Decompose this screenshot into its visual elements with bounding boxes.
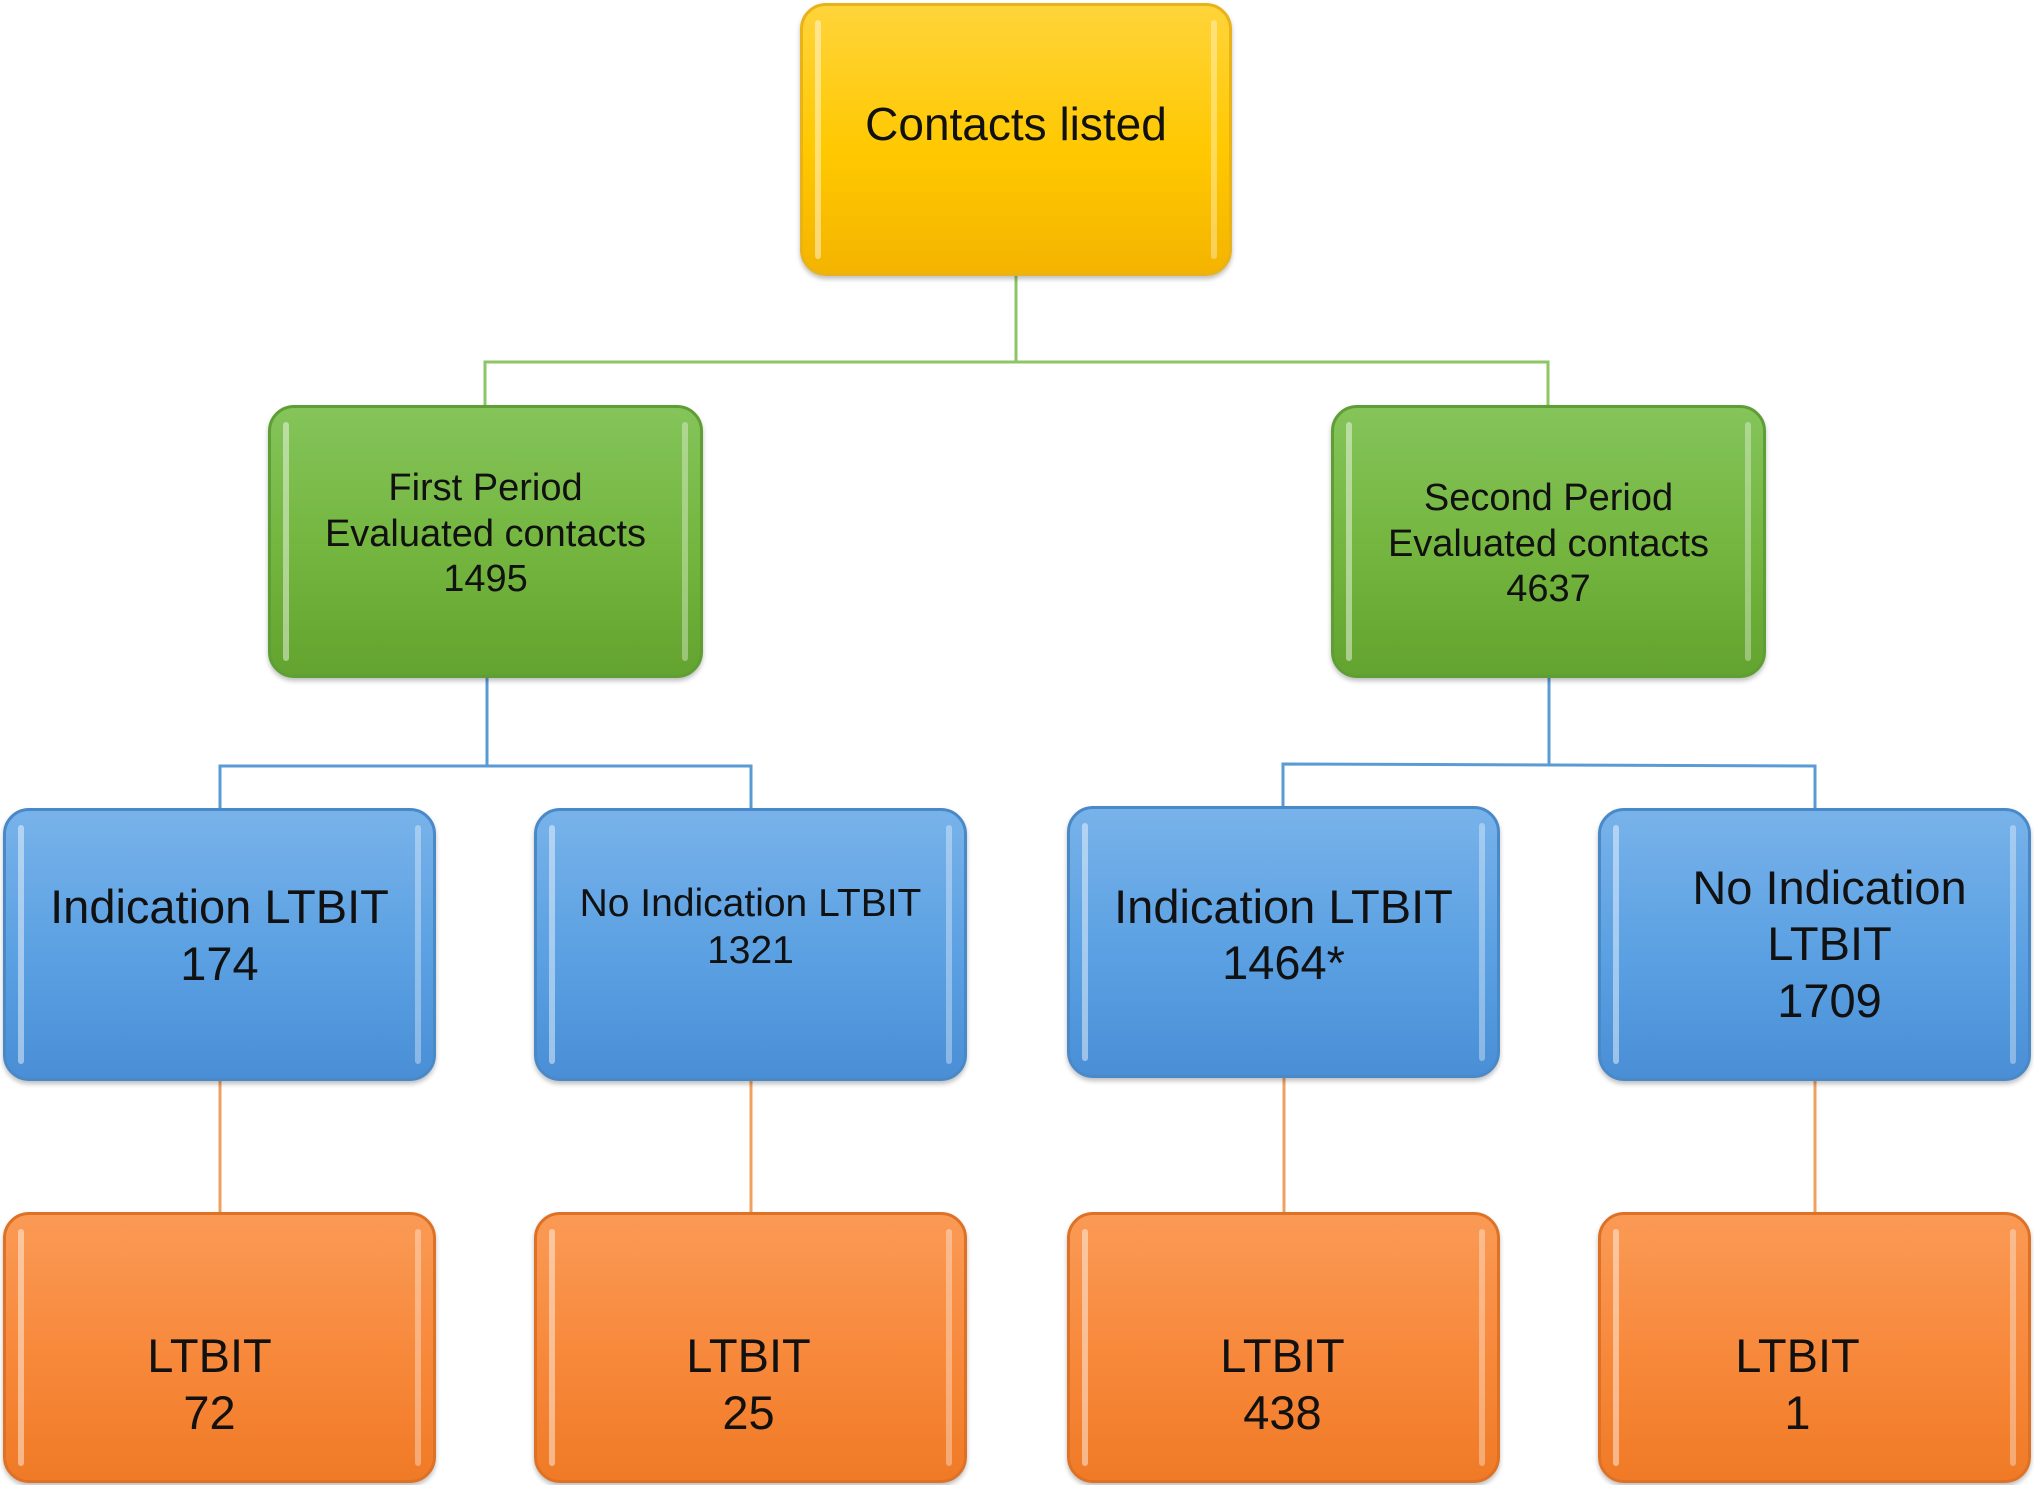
indication-second-period-box: Indication LTBIT 1464* <box>1067 806 1500 1078</box>
connector-second-period-branch <box>1281 762 1817 808</box>
no-indication-first-period-box: No Indication LTBIT 1321 <box>534 808 967 1081</box>
ltbit-result-4-label: LTBIT 1 <box>1735 1329 1860 1439</box>
second-period-label: Second Period Evaluated contacts 4637 <box>1387 477 1710 611</box>
second-period-box: Second Period Evaluated contacts 4637 <box>1331 405 1766 678</box>
indication-second-period-label: Indication LTBIT 1464* <box>1114 879 1453 989</box>
connector-root-branch <box>483 360 1550 405</box>
first-period-label: First Period Evaluated contacts 1495 <box>324 467 647 601</box>
root-contacts-listed: Contacts listed <box>800 3 1232 276</box>
first-period-box: First Period Evaluated contacts 1495 <box>268 405 703 678</box>
indication-first-period-label: Indication LTBIT 174 <box>50 880 389 990</box>
no-indication-second-period-label: No Indication LTBIT 1709 <box>1692 860 1967 1027</box>
ltbit-result-2-box: LTBIT 25 <box>534 1212 967 1483</box>
no-indication-second-period-box: No Indication LTBIT 1709 <box>1598 808 2031 1081</box>
root-label: Contacts listed <box>865 97 1167 150</box>
ltbit-result-1-box: LTBIT 72 <box>3 1212 436 1483</box>
ltbit-result-3-box: LTBIT 438 <box>1067 1212 1500 1483</box>
ltbit-result-1-label: LTBIT 72 <box>147 1329 272 1439</box>
connector-first-period-branch <box>218 764 753 808</box>
ltbit-result-2-label: LTBIT 25 <box>686 1329 811 1439</box>
ltbit-result-4-box: LTBIT 1 <box>1598 1212 2031 1483</box>
no-indication-first-period-label: No Indication LTBIT 1321 <box>579 881 922 972</box>
ltbit-result-3-label: LTBIT 438 <box>1220 1329 1345 1439</box>
indication-first-period-box: Indication LTBIT 174 <box>3 808 436 1081</box>
